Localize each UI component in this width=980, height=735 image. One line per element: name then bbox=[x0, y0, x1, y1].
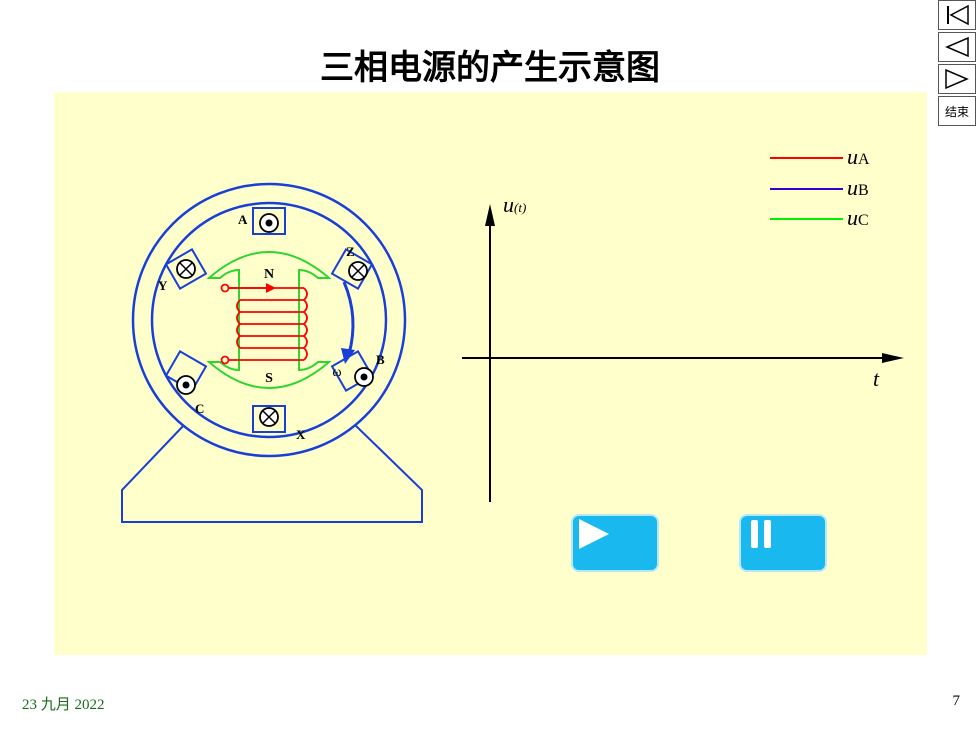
north-pole-label: N bbox=[264, 267, 274, 282]
terminal-a-marker bbox=[259, 213, 279, 233]
play-button[interactable] bbox=[571, 514, 659, 572]
page-number: 7 bbox=[952, 693, 961, 709]
x-axis-label: t bbox=[873, 366, 880, 391]
diagram-panel: N S ω bbox=[54, 92, 927, 655]
rotation-arc bbox=[342, 281, 355, 355]
page-title: 三相电源的产生示意图 bbox=[320, 48, 660, 88]
y-axis-arrow-icon bbox=[485, 204, 495, 226]
pause-button[interactable] bbox=[739, 514, 827, 572]
terminal-y-label: Y bbox=[158, 278, 168, 293]
legend-label-c: uC bbox=[847, 205, 869, 230]
rotor-poles bbox=[206, 250, 332, 390]
field-coil bbox=[220, 283, 308, 365]
next-page-button[interactable] bbox=[938, 64, 976, 94]
prev-page-icon bbox=[945, 36, 969, 58]
terminal-z-label: Z bbox=[346, 244, 355, 259]
play-icon bbox=[579, 519, 609, 549]
terminal-a-label: A bbox=[238, 212, 248, 227]
x-axis-arrow-icon bbox=[882, 353, 904, 363]
terminal-x-marker bbox=[259, 407, 279, 427]
legend: uA uB uC bbox=[770, 144, 870, 230]
omega-label: ω bbox=[332, 365, 341, 380]
first-page-icon bbox=[947, 4, 969, 26]
legend-label-a: uA bbox=[847, 144, 870, 169]
legend-label-b: uB bbox=[847, 175, 869, 200]
pause-icon bbox=[751, 520, 771, 548]
terminal-y-marker bbox=[176, 259, 196, 279]
y-axis-label: u(t) bbox=[503, 192, 526, 217]
terminal-c-label: C bbox=[195, 401, 204, 416]
current-arrow-icon bbox=[266, 283, 276, 293]
slide-nav: 结束 bbox=[938, 0, 978, 128]
prev-page-button[interactable] bbox=[938, 32, 976, 62]
south-pole-label: S bbox=[265, 371, 273, 386]
terminal-x-label: X bbox=[296, 427, 306, 442]
terminal-c-marker bbox=[176, 375, 196, 395]
next-page-icon bbox=[945, 68, 969, 90]
footer-date: 23 九月 2022 bbox=[22, 697, 105, 713]
terminal-b-marker bbox=[354, 367, 374, 387]
generator-diagram: N S ω bbox=[121, 144, 904, 523]
terminal-z-marker bbox=[348, 261, 368, 281]
end-show-button[interactable]: 结束 bbox=[938, 96, 976, 126]
first-page-button[interactable] bbox=[938, 0, 976, 30]
terminal-b-label: B bbox=[376, 352, 385, 367]
rotation-arrow-icon bbox=[341, 348, 355, 364]
